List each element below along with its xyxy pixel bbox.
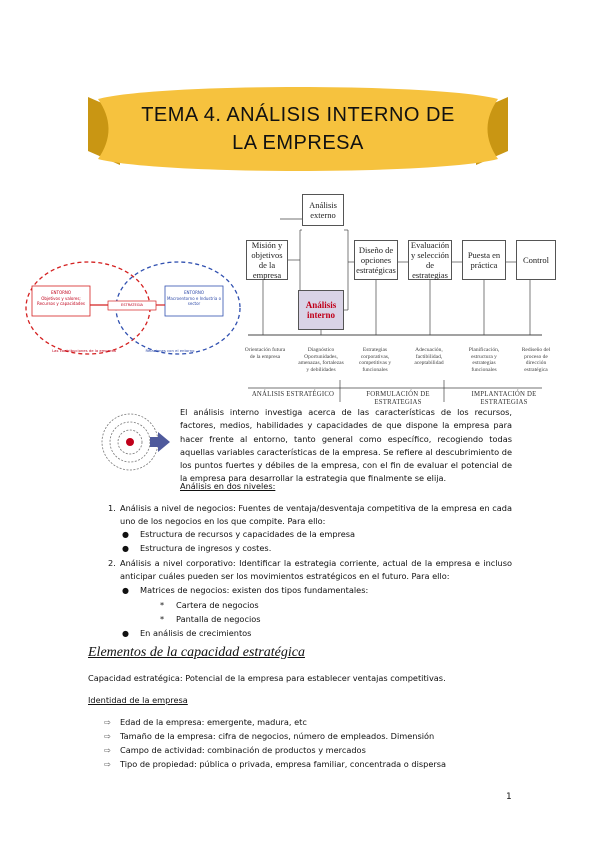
venn-center: ESTRATEGIA <box>120 303 144 307</box>
venn-left-caption: Las contribuciones de la empresa <box>52 348 116 353</box>
venn-left-title: ENTORNO <box>50 290 72 295</box>
box-diseno: Diseño de opciones estratégicas <box>354 240 398 280</box>
item1-number: 1. <box>108 503 116 513</box>
sub-estrategias: Estrategias corporativas, competitivas y… <box>358 347 392 373</box>
arrow-bullet-icon: ⇨ <box>104 745 111 755</box>
sub-rediseno: Rediseño del proceso de dirección estrat… <box>521 347 551 373</box>
sub-adecuacion: Adecuación, factibilidad, aceptabilidad <box>414 347 444 366</box>
sub-diagnostico: Diagnóstico Oportunidades, amenazas, for… <box>298 347 344 373</box>
venn-left-text: Objetivos y valores; Recursos y capacida… <box>37 296 85 306</box>
box-mision: Misión y objetivos de la empresa <box>246 240 288 280</box>
venn-diagram <box>25 261 241 355</box>
section-title: Elementos de la capacidad estratégica <box>88 645 305 660</box>
bullet-icon: ● <box>122 544 129 553</box>
item1-text: Análisis a nivel de negocios: Fuentes de… <box>120 503 512 527</box>
item2-sub1: Cartera de negocios <box>176 600 259 610</box>
intro-paragraph: El análisis interno investiga acerca de … <box>180 407 512 484</box>
title-banner <box>88 87 508 171</box>
capacidad-text: Capacidad estratégica: Potencial de la e… <box>88 673 446 683</box>
page-title-line-2: LA EMPRESA <box>232 132 364 154</box>
bullet-icon: ● <box>122 586 129 595</box>
item2-sub2: Pantalla de negocios <box>176 614 261 624</box>
sub-planificacion: Planificación, estructura y estrategias … <box>468 347 500 373</box>
arrow-bullet-icon: ⇨ <box>104 759 111 769</box>
concentric-circles-icon <box>101 413 170 471</box>
box-evaluacion: Evaluación y selección de estrategias <box>408 240 452 280</box>
bullet-icon: ● <box>122 629 129 638</box>
item2-bullet2: En análisis de crecimientos <box>140 628 252 638</box>
identidad-item-2: Tamaño de la empresa: cifra de negocios,… <box>120 731 435 741</box>
box-analisis-interno: Análisis interno <box>298 290 344 330</box>
item2-text: Análisis a nivel corporativo: Identifica… <box>120 558 512 582</box>
item2-number: 2. <box>108 558 116 568</box>
venn-right-caption: Relaciones con el entorno <box>145 348 195 353</box>
item1-bullet2: Estructura de ingresos y costes. <box>140 543 272 553</box>
niveles-title: Análisis en dos niveles: <box>180 481 276 491</box>
box-analisis-externo: Análisis externo <box>302 194 344 226</box>
identidad-title: Identidad de la empresa <box>88 695 188 705</box>
arrow-bullet-icon: ⇨ <box>104 731 111 741</box>
page-number: 1 <box>506 792 512 802</box>
box-puesta: Puesta en práctica <box>462 240 506 280</box>
sub-bullet-icon: * <box>160 614 165 624</box>
phase-implantacion: IMPLANTACIÓN DE ESTRATEGIAS <box>471 391 537 406</box>
item2-bullet1: Matrices de negocios: existen dos tipos … <box>140 585 369 595</box>
arrow-bullet-icon: ⇨ <box>104 717 111 727</box>
page-title-line-1: TEMA 4. ANÁLISIS INTERNO DE <box>141 104 455 126</box>
venn-right-text: Macroentorno e Industria o sector <box>166 296 222 306</box>
identidad-item-3: Campo de actividad: combinación de produ… <box>120 745 366 755</box>
item1-bullet1: Estructura de recursos y capacidades de … <box>140 529 356 539</box>
phase-formulacion: FORMULACIÓN DE ESTRATEGIAS <box>366 391 430 406</box>
identidad-item-1: Edad de la empresa: emergente, madura, e… <box>120 717 307 727</box>
phase-analisis: ANÁLISIS ESTRATÉGICO <box>251 391 335 398</box>
sub-orientacion: Orientación futura de la empresa <box>244 347 286 360</box>
venn-right-title: ENTORNO <box>183 290 205 295</box>
identidad-item-4: Tipo de propiedad: pública o privada, em… <box>120 759 447 769</box>
bullet-icon: ● <box>122 530 129 539</box>
sub-bullet-icon: * <box>160 600 165 610</box>
box-control: Control <box>516 240 556 280</box>
